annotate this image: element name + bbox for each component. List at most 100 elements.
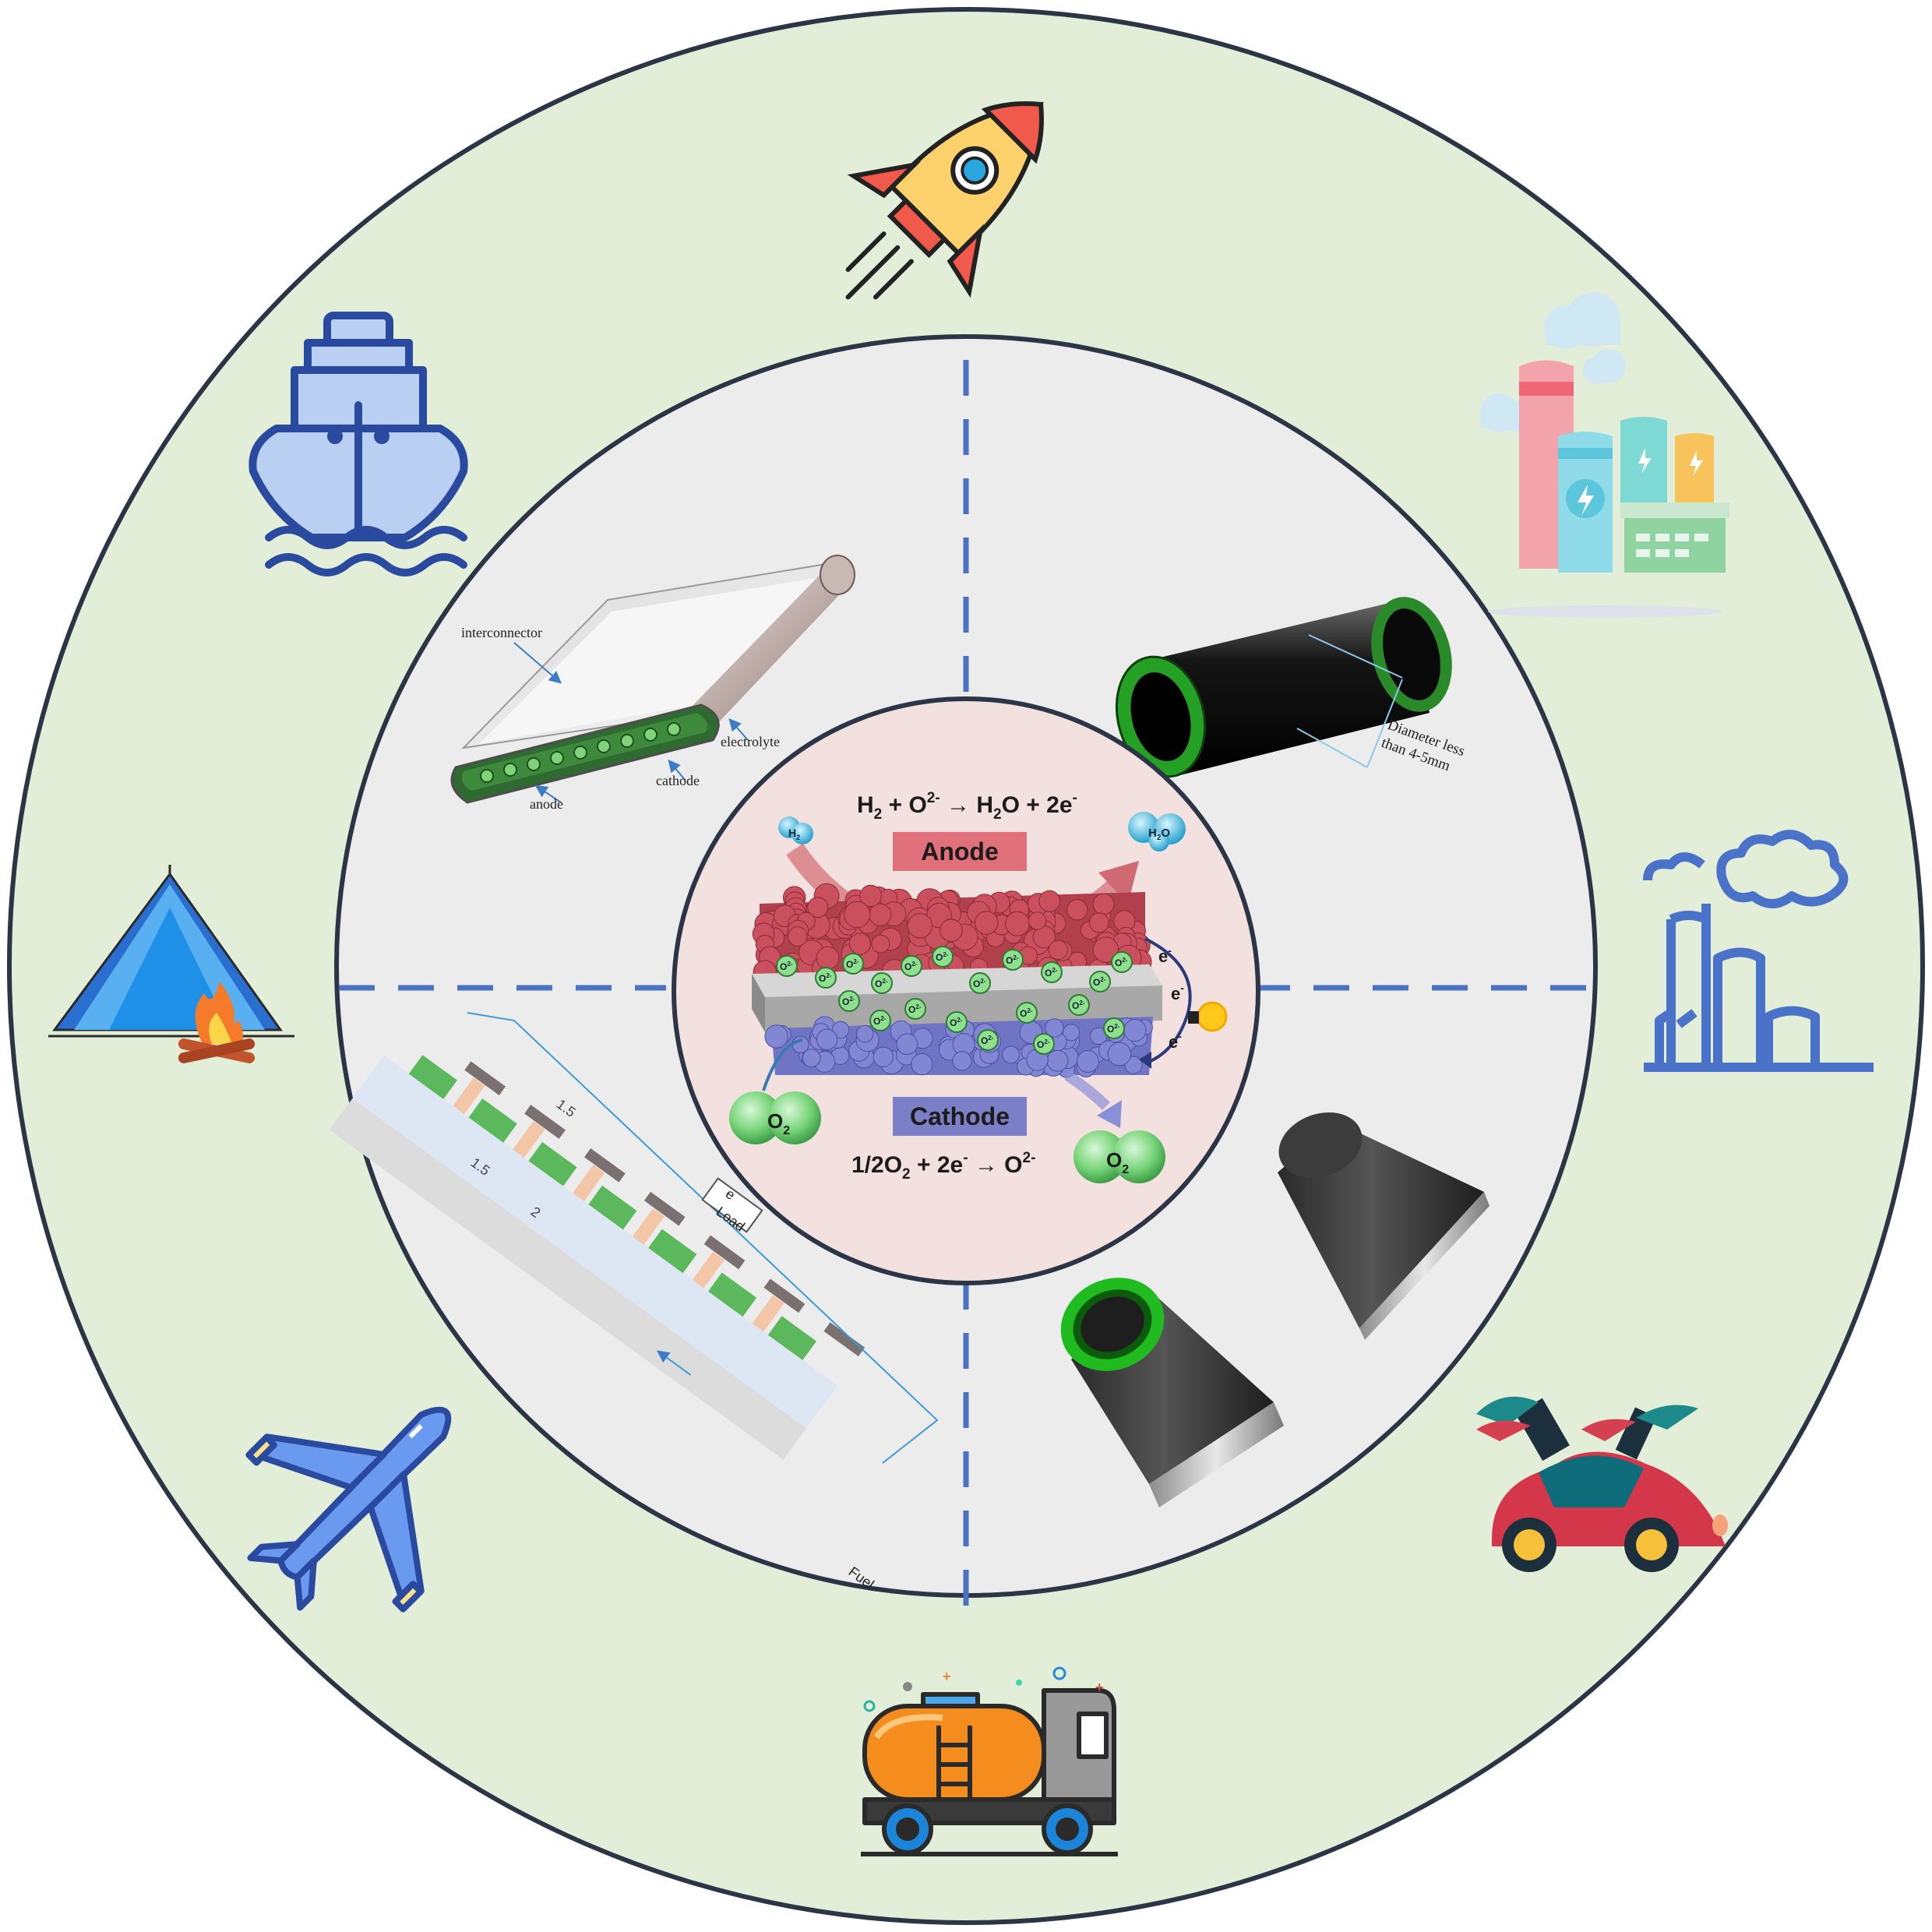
- oxygen-ion: O2-: [901, 955, 922, 977]
- svg-text:O2-: O2-: [1020, 1007, 1033, 1019]
- svg-text:O2-: O2-: [973, 978, 986, 989]
- cone-cells: [1060, 1112, 1490, 1507]
- electron-label-1: e-: [1158, 944, 1172, 966]
- cathode-particle: [1062, 1024, 1081, 1042]
- svg-text:O2-: O2-: [846, 958, 859, 970]
- cathode-particle: [952, 1051, 972, 1071]
- anode-particle: [844, 901, 871, 929]
- rocket-icon: [845, 101, 1044, 300]
- cathode-particle: [856, 1024, 874, 1043]
- oxygen-ion: O2-: [1016, 1002, 1038, 1024]
- svg-text:+: +: [1095, 1680, 1104, 1695]
- svg-text:O2-: O2-: [950, 1017, 963, 1028]
- label-anode: anode: [530, 796, 563, 812]
- cathode-label: Cathode: [910, 1102, 1010, 1130]
- cathode-particle: [1123, 1019, 1147, 1042]
- electron-label-3: e-: [1169, 1030, 1182, 1052]
- oxygen-ion: O2-: [869, 1010, 891, 1031]
- svg-text:O2-: O2-: [819, 972, 832, 984]
- flying-car-icon: [1476, 1396, 1728, 1572]
- anode-particle: [816, 946, 840, 970]
- cathode-particle: [1107, 1042, 1132, 1066]
- sparkle-decorations: + +: [863, 1666, 1104, 1712]
- svg-text:O2-: O2-: [981, 1035, 994, 1046]
- cathode-particle: [1076, 1050, 1099, 1073]
- cathode-particle: [1046, 1049, 1069, 1072]
- oxygen-ion: O2-: [871, 972, 893, 994]
- svg-text:O2-: O2-: [1093, 976, 1106, 988]
- ship-icon: [249, 312, 468, 576]
- oxygen-ion: O2-: [1041, 961, 1063, 983]
- oxygen-ion: O2-: [1089, 971, 1111, 992]
- svg-text:O2-: O2-: [1107, 1023, 1120, 1035]
- anode-particle: [1066, 899, 1088, 921]
- anode-equation: H2 + O2- → H2O + 2e-: [857, 790, 1077, 823]
- svg-text:O2-: O2-: [936, 951, 949, 963]
- label-cathode: cathode: [656, 773, 700, 788]
- svg-text:O2-: O2-: [904, 961, 918, 972]
- anode-particle: [1092, 893, 1115, 915]
- svg-text:O2-: O2-: [873, 1015, 887, 1027]
- oxygen-ion: O2-: [776, 955, 798, 977]
- cathode-particle: [816, 1028, 838, 1051]
- label-electrolyte: electrolyte: [721, 734, 780, 749]
- svg-text:O2-: O2-: [780, 961, 793, 972]
- o2-molecule-right: O2: [1106, 1148, 1129, 1176]
- tanker-truck-icon: [861, 1688, 1118, 1856]
- cathode-particle: [873, 1046, 894, 1067]
- anode-particle: [788, 926, 808, 947]
- label-interconnector: interconnector: [461, 625, 542, 640]
- oxygen-ion: O2-: [1002, 949, 1024, 971]
- o2-molecule-left: O2: [767, 1109, 790, 1137]
- anode-particle: [907, 913, 933, 939]
- cathode-particle: [1002, 1045, 1021, 1064]
- cathode-label-box: [893, 1097, 1027, 1136]
- cathode-particle: [764, 1024, 788, 1049]
- cathode-particle: [1045, 1018, 1064, 1038]
- cathode-particle: [802, 1049, 821, 1068]
- svg-text:O2-: O2-: [1037, 1038, 1050, 1050]
- anode-particle: [871, 934, 890, 954]
- electrochemical-reaction: H2 + O2- → H2O + 2e- Anode H2 H2O O2- O2-…: [729, 790, 1228, 1183]
- anode-particle: [940, 918, 963, 943]
- anode-particle: [869, 903, 892, 926]
- segmented-cell: Load e 1.5 1.5 2 Fuel: [330, 1012, 939, 1592]
- cathode-particle: [911, 1053, 933, 1076]
- oxygen-ion: O2-: [1033, 1033, 1055, 1055]
- anode-particle: [1092, 936, 1119, 963]
- oxygen-ion: O2-: [838, 990, 860, 1012]
- svg-text:O2-: O2-: [908, 1003, 922, 1015]
- svg-text:+: +: [943, 1669, 951, 1684]
- anode-particle: [1005, 911, 1030, 936]
- svg-text:O2-: O2-: [1045, 967, 1058, 978]
- oxygen-ion: O2-: [1111, 951, 1133, 973]
- campfire-tent-icon: [48, 865, 294, 1063]
- oxygen-ion: O2-: [932, 946, 954, 968]
- oxygen-ion: O2-: [977, 1029, 999, 1051]
- factory-energy-icon: [1480, 292, 1729, 618]
- svg-text:O2-: O2-: [1115, 957, 1128, 968]
- industrial-plant-icon: [1643, 830, 1874, 1072]
- oxygen-ion: O2-: [1068, 994, 1090, 1016]
- svg-text:O2-: O2-: [875, 978, 888, 989]
- oxygen-ion: O2-: [1103, 1017, 1125, 1039]
- h2-molecule: H2: [788, 827, 800, 841]
- anode-label: Anode: [921, 837, 999, 866]
- anode-particle: [1028, 911, 1047, 930]
- svg-text:O2-: O2-: [842, 996, 855, 1007]
- anode-particle: [1038, 890, 1061, 912]
- svg-text:O2-: O2-: [1072, 999, 1085, 1011]
- cathode-particle: [831, 1021, 850, 1039]
- electron-label-2: e-: [1171, 982, 1184, 1003]
- svg-text:O2-: O2-: [1006, 954, 1019, 966]
- oxygen-ion: O2-: [969, 972, 991, 994]
- anode-particle: [807, 897, 829, 918]
- anode-particle: [1048, 940, 1069, 961]
- cathode-equation: 1/2O2 + 2e- → O2-: [851, 1150, 1035, 1183]
- airplane-icon: [245, 1406, 452, 1613]
- anode-particle: [975, 911, 999, 935]
- cathode-particle: [896, 1033, 918, 1055]
- h2o-molecule: H2O: [1148, 827, 1170, 842]
- planar-cell: interconnector electrolyte cathode anode: [450, 555, 855, 812]
